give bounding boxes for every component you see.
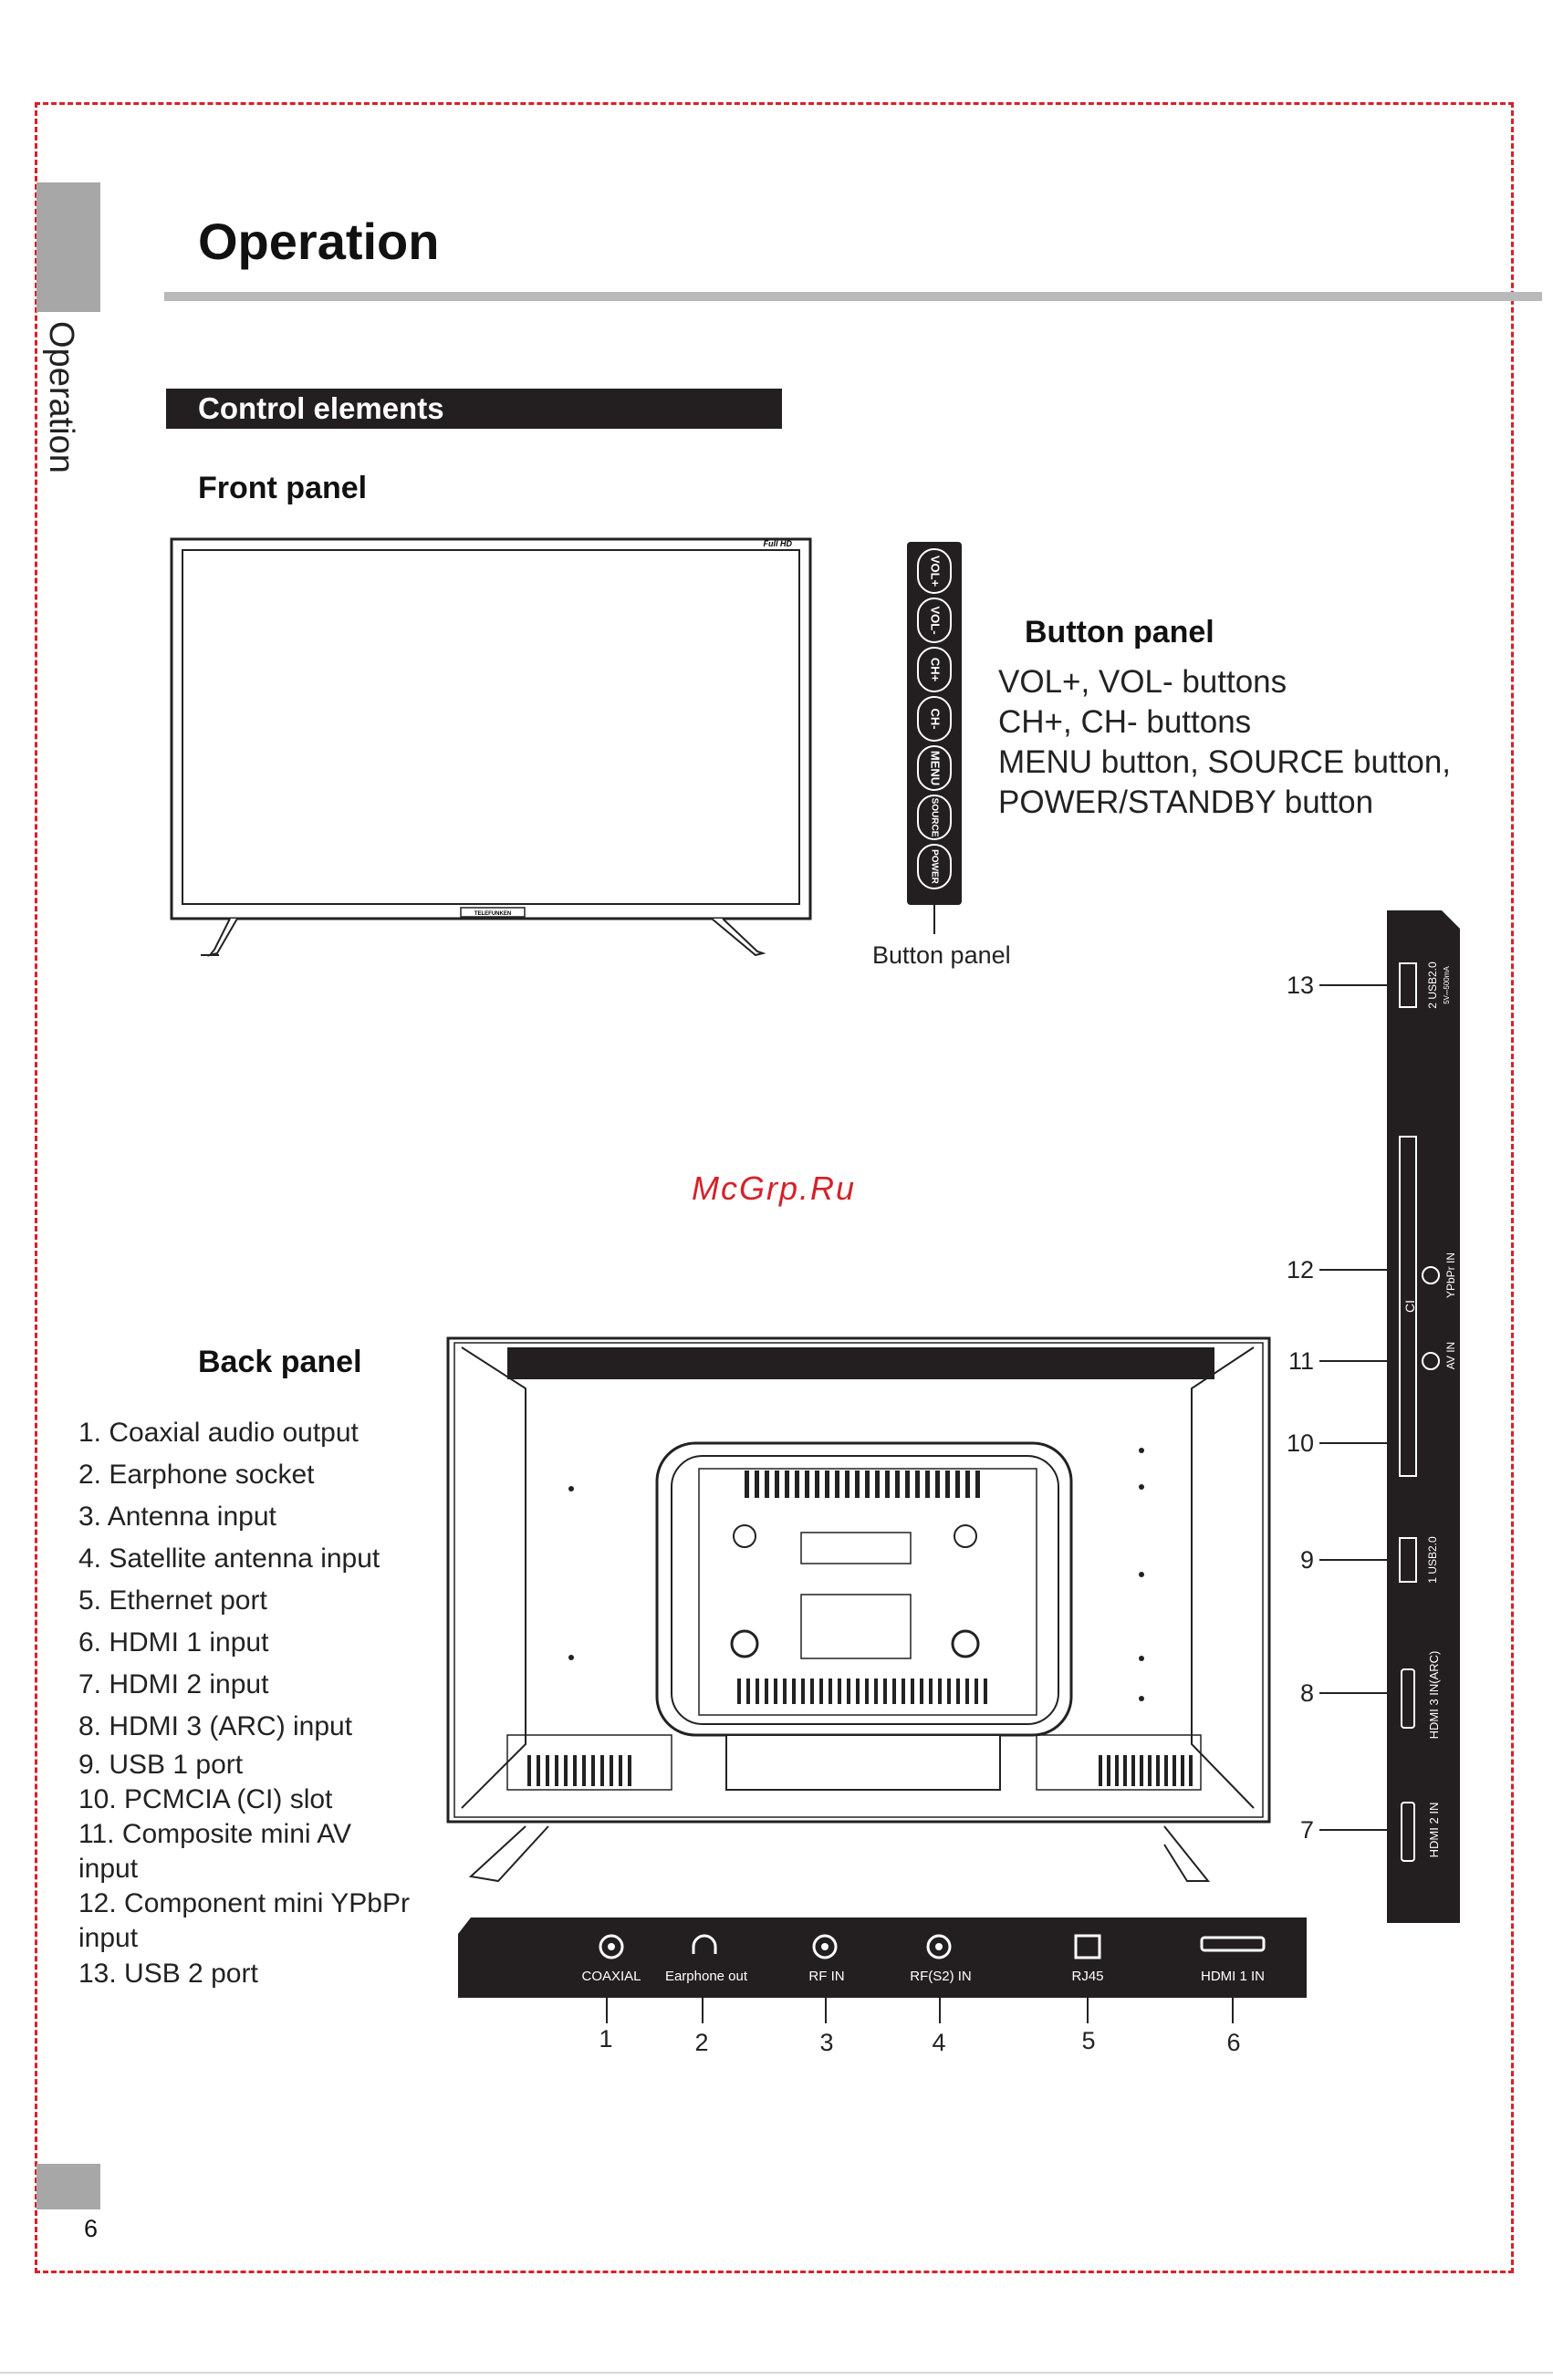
list-item: 13. USB 2 port — [78, 1959, 258, 1989]
side-port-number: 12 — [1287, 1256, 1314, 1284]
port-label: 2 USB2.0 — [1426, 961, 1439, 1009]
section-heading: Control elements — [166, 389, 782, 429]
port-label: RF IN — [808, 1969, 844, 1984]
port-number: 4 — [932, 2029, 945, 2056]
usb-port-icon — [1399, 1537, 1417, 1583]
front-panel-heading: Front panel — [198, 471, 368, 505]
list-item: 1. Coaxial audio output — [78, 1418, 359, 1448]
list-item: input — [78, 1923, 139, 1953]
port-label: 5V⎓500mA — [1443, 966, 1451, 1004]
port-number: 6 — [1226, 2029, 1240, 2056]
jack-icon — [1422, 1352, 1440, 1370]
panel-button-label: VOL- — [929, 606, 943, 634]
side-port-number: 10 — [1287, 1429, 1314, 1457]
port-label: 1 USB2.0 — [1426, 1536, 1439, 1584]
button-panel-caption: Button panel — [872, 941, 1011, 969]
port-label: HDMI 1 IN — [1201, 1969, 1265, 1984]
back-panel-list: 1. Coaxial audio output 2. Earphone sock… — [78, 1412, 443, 1992]
button-panel-heading: Button panel — [1025, 615, 1214, 650]
side-port-number: 11 — [1288, 1347, 1314, 1375]
port-label: RF(S2) IN — [910, 1969, 972, 1984]
ci-slot-icon — [1399, 1136, 1417, 1477]
desc-line: VOL+, VOL- buttons — [998, 664, 1287, 700]
port-label: HDMI 3 IN(ARC) — [1427, 1651, 1441, 1740]
port-number: 2 — [694, 2029, 708, 2056]
title-rule — [164, 292, 1542, 301]
side-port-number: 13 — [1287, 972, 1314, 999]
port-number: 5 — [1081, 2027, 1095, 2054]
usb-port-icon — [1399, 962, 1417, 1008]
full-hd-badge: Full HD — [764, 539, 793, 548]
side-port-number: 7 — [1300, 1816, 1314, 1844]
footer-tab — [36, 2164, 100, 2209]
panel-button-label: CH- — [929, 708, 943, 729]
list-item: 10. PCMCIA (CI) slot — [78, 1784, 333, 1814]
panel-button-outline — [917, 647, 952, 692]
panel-button-label: MENU — [929, 751, 943, 785]
port-label: CI — [1402, 1300, 1417, 1313]
button-panel-strip: VOL+ VOL- CH+ CH- MENU SOURCE POWER — [907, 542, 962, 934]
desc-line: CH+, CH- buttons — [998, 704, 1252, 740]
bottom-port-strip: COAXIAL Earphone out RF IN RF(S2) IN RJ45 HDM… — [458, 1918, 1307, 2056]
headphone-icon — [692, 1934, 717, 1954]
panel-button-label: CH+ — [929, 658, 943, 682]
panel-button-label: VOL+ — [929, 556, 943, 587]
port-number: 1 — [599, 2025, 612, 2053]
list-item: 4. Satellite antenna input — [78, 1543, 380, 1574]
list-item: 7. HDMI 2 input — [78, 1669, 269, 1699]
list-item: 3. Antenna input — [78, 1502, 276, 1532]
jack-icon — [599, 1934, 624, 1959]
panel-button-outline — [917, 696, 952, 742]
desc-line: POWER/STANDBY button — [998, 785, 1374, 820]
back-panel-tv-illustration — [446, 1336, 1271, 1883]
panel-button-outline — [917, 795, 952, 840]
page-border — [35, 102, 1514, 2273]
brand-logo: TELEFUNKEN — [474, 911, 511, 917]
back-panel-heading: Back panel — [198, 1345, 362, 1379]
watermark: McGrp.Ru — [692, 1169, 857, 1207]
side-port-number: 8 — [1300, 1679, 1314, 1707]
port-label: AV IN — [1444, 1342, 1457, 1369]
port-number: 3 — [819, 2029, 833, 2056]
port-label: YPbPr IN — [1444, 1252, 1457, 1298]
panel-button-outline — [917, 745, 952, 791]
front-panel-tv-illustration: Full HD TELEFUNKEN — [170, 537, 812, 957]
list-item: 2. Earphone socket — [78, 1460, 315, 1490]
side-port-number: 9 — [1300, 1546, 1314, 1574]
list-item: 5. Ethernet port — [78, 1585, 267, 1616]
port-label: COAXIAL — [581, 1969, 641, 1984]
panel-button-label: SOURCE — [929, 798, 939, 837]
list-item: 8. HDMI 3 (ARC) input — [78, 1711, 353, 1741]
port-label: HDMI 2 IN — [1427, 1803, 1441, 1858]
hdmi-port-icon — [1401, 1802, 1415, 1862]
button-panel-description: VOL+, VOL- buttons CH+, CH- buttons MENU… — [998, 662, 1451, 823]
hdmi-port-icon — [1200, 1936, 1266, 1952]
side-label: Operation — [42, 321, 80, 473]
page-number: 6 — [84, 2215, 99, 2242]
desc-line: MENU button, SOURCE button, — [998, 744, 1452, 780]
list-item: 12. Component mini YPbPr — [78, 1888, 410, 1918]
panel-button-outline — [917, 548, 952, 594]
page-bottom-rule — [0, 2372, 1553, 2374]
port-label: Earphone out — [665, 1969, 748, 1984]
list-item: input — [78, 1854, 139, 1884]
panel-button-outline — [917, 844, 952, 889]
panel-button-label: POWER — [929, 849, 939, 885]
panel-button-outline — [917, 598, 952, 643]
list-item: 9. USB 1 port — [78, 1750, 244, 1780]
jack-icon — [926, 1934, 952, 1959]
side-tab — [36, 182, 100, 312]
port-label: RJ45 — [1071, 1969, 1103, 1984]
page-title: Operation — [198, 213, 440, 270]
side-port-strip: 2 USB2.0 5V⎓500mA CI YPbPr IN AV IN 1 USB2.0H… — [1287, 910, 1460, 1923]
jack-icon — [812, 1934, 838, 1959]
ethernet-port-icon — [1074, 1934, 1101, 1959]
jack-icon — [1422, 1266, 1440, 1284]
list-item: 6. HDMI 1 input — [78, 1627, 269, 1658]
list-item: 11. Composite mini AV — [78, 1819, 352, 1849]
hdmi-port-icon — [1401, 1668, 1415, 1729]
